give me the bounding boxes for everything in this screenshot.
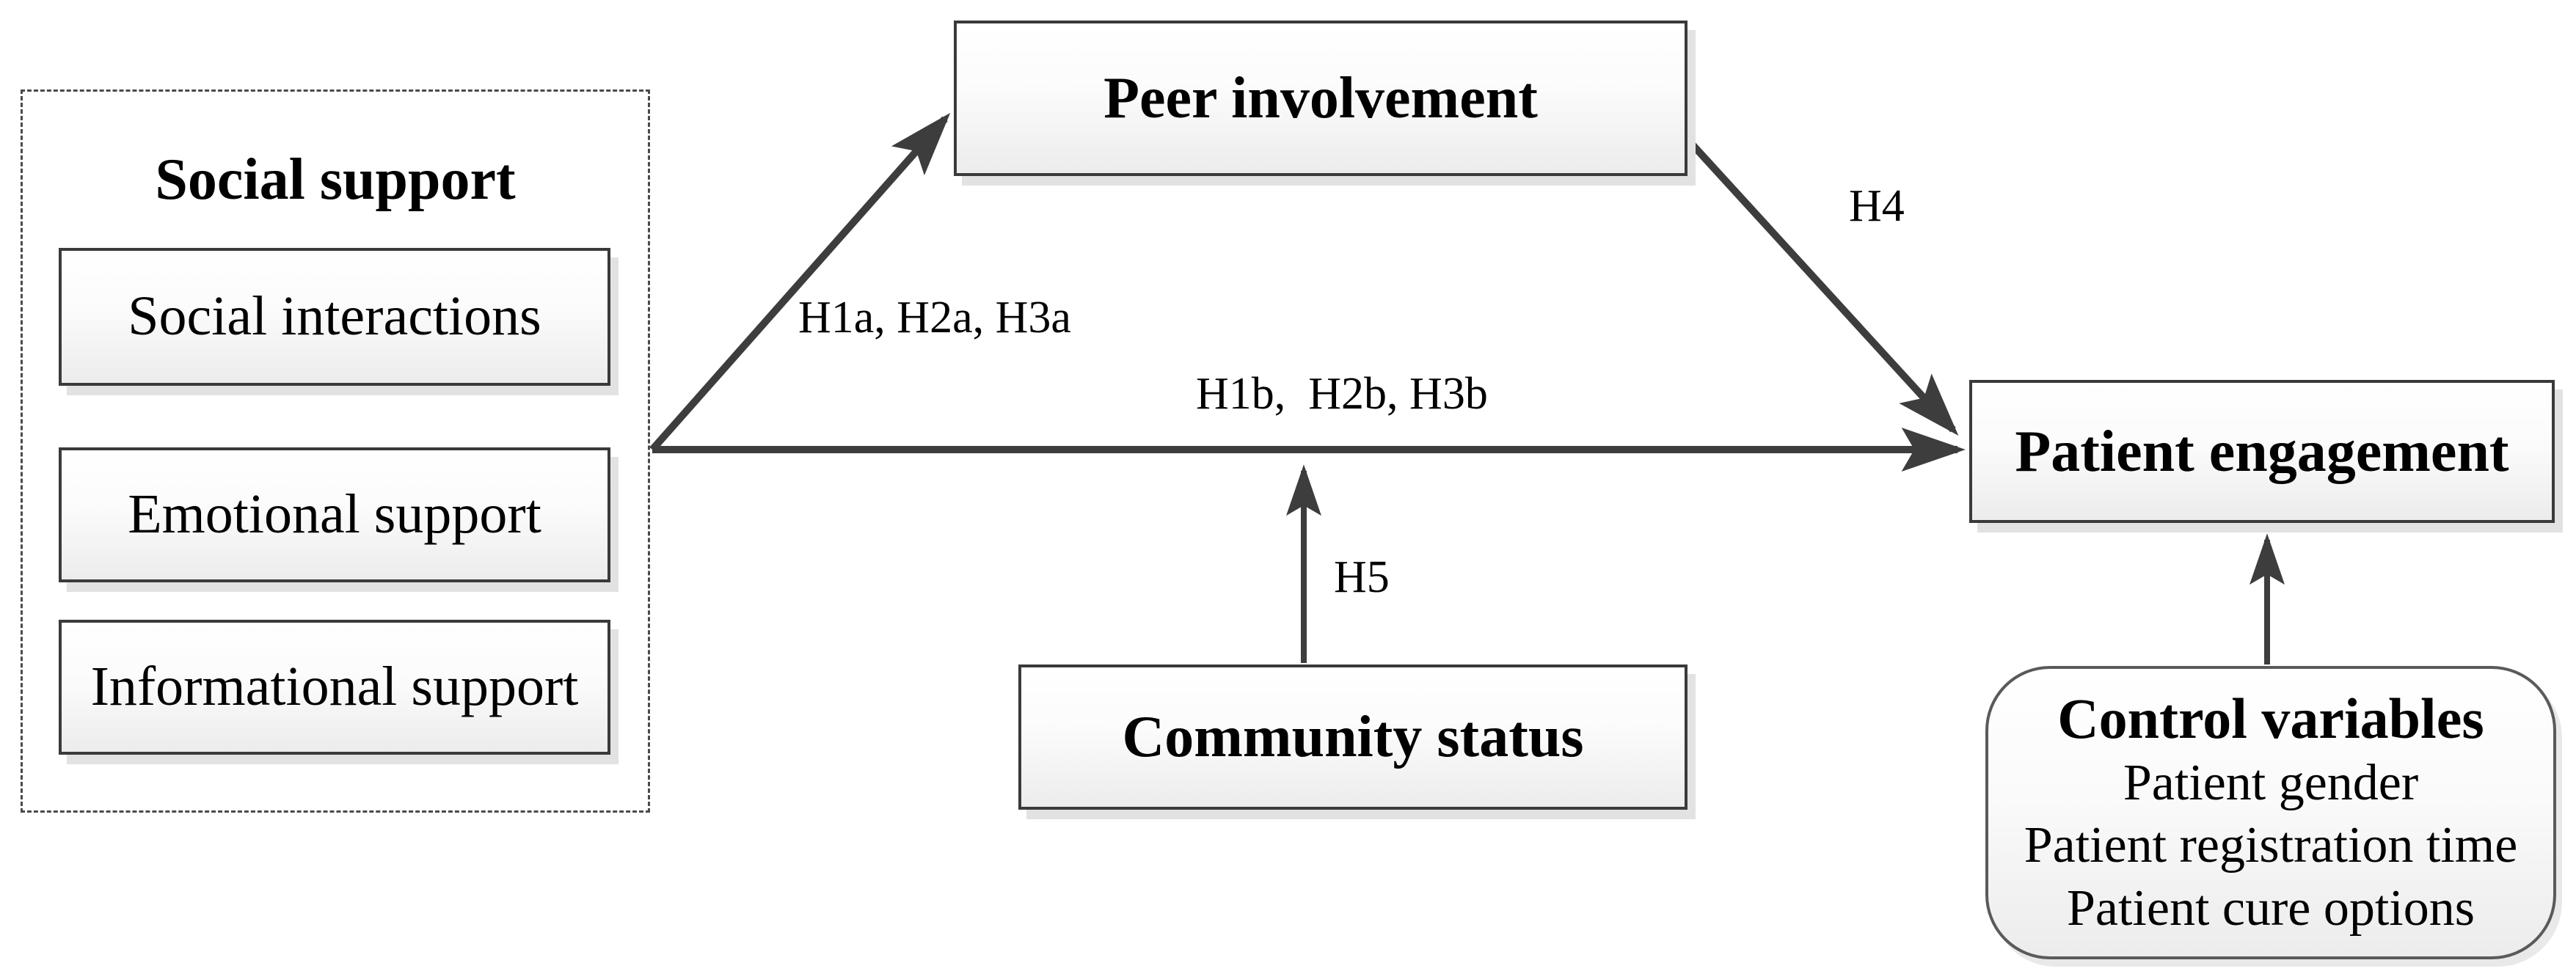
node-patient-engagement: Patient engagement: [1969, 380, 2555, 523]
control-variables-title: Control variables: [2057, 686, 2484, 751]
node-informational-support: Informational support: [59, 620, 610, 755]
label-h1b: H1b, H2b, H3b: [1196, 369, 1488, 419]
control-variable-item: Patient cure options: [2066, 879, 2475, 937]
control-variables-box: Control variables Patient gender Patient…: [1985, 666, 2556, 959]
node-social-interactions: Social interactions: [59, 248, 610, 386]
label-h4: H4: [1849, 181, 1905, 231]
label-h1a: H1a, H2a, H3a: [798, 293, 1071, 343]
social-support-group: [21, 89, 650, 813]
node-peer-involvement: Peer involvement: [954, 21, 1687, 176]
social-support-title: Social support: [155, 147, 516, 212]
control-variable-item: Patient registration time: [2024, 817, 2518, 874]
label-h5: H5: [1334, 552, 1390, 602]
control-variable-item: Patient gender: [2123, 754, 2419, 811]
arrow-h4-path: [1686, 138, 1959, 436]
node-emotional-support: Emotional support: [59, 447, 610, 582]
node-community-status: Community status: [1018, 664, 1687, 810]
arrow-h1a-path: [649, 112, 951, 453]
